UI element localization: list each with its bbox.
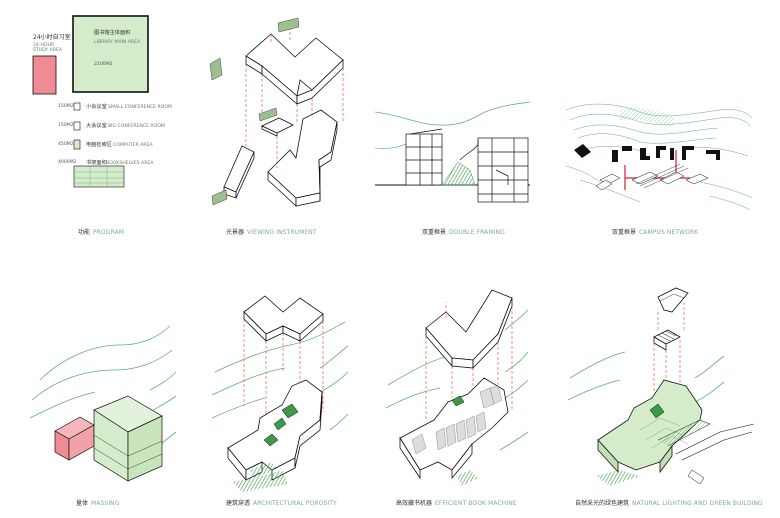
legend-small-zh: 小会议室 xyxy=(86,104,107,110)
main-area-value: 2100M2 xyxy=(94,62,113,67)
main-area-block xyxy=(72,15,149,93)
legend-computer-area: 450M2 xyxy=(58,142,74,147)
porosity-drawing xyxy=(211,295,349,492)
viewing-instrument-drawing xyxy=(209,17,344,207)
main-area-en: LIBRARY MAIN AREA xyxy=(94,40,141,45)
book-machine-drawing xyxy=(385,289,529,486)
main-area-zh: 图书馆主体面积 xyxy=(94,30,131,36)
big-room-swatch xyxy=(73,121,81,131)
view-images xyxy=(209,17,300,206)
legend-computer-zh: 电脑检索区 xyxy=(86,142,112,148)
legend-small-en: SMALL CONFERENCE ROOM xyxy=(108,104,172,110)
legend-books-en: BOOKSHELVES AREA xyxy=(106,160,154,166)
legend-big-zh: 大会议室 xyxy=(86,123,107,129)
bookshelves-swatch xyxy=(73,165,125,188)
study-area-block xyxy=(32,55,57,95)
legend-books-area: 4000M2 xyxy=(58,160,77,165)
double-framing-drawing xyxy=(374,101,531,203)
study-area-en2: STUDY AREA xyxy=(33,48,63,53)
legend-big-en: BIG CONFERENCE ROOM xyxy=(108,123,165,129)
study-area-en1: 24-HOUR xyxy=(33,43,55,48)
legend-computer-en: COMPUTER AREA xyxy=(113,142,153,148)
campus-network-drawing xyxy=(565,103,753,211)
legend-big-area: 150M2 xyxy=(58,123,74,128)
small-room-swatch xyxy=(73,102,81,111)
study-area-zh: 24小时自习室 xyxy=(33,34,71,41)
massing-drawing xyxy=(29,325,177,482)
legend-small-area: 150M2 xyxy=(58,104,74,109)
natural-lighting-drawing xyxy=(567,287,755,486)
computer-area-swatch xyxy=(73,139,81,150)
legend-books-zh: 书架面积 xyxy=(86,160,107,166)
